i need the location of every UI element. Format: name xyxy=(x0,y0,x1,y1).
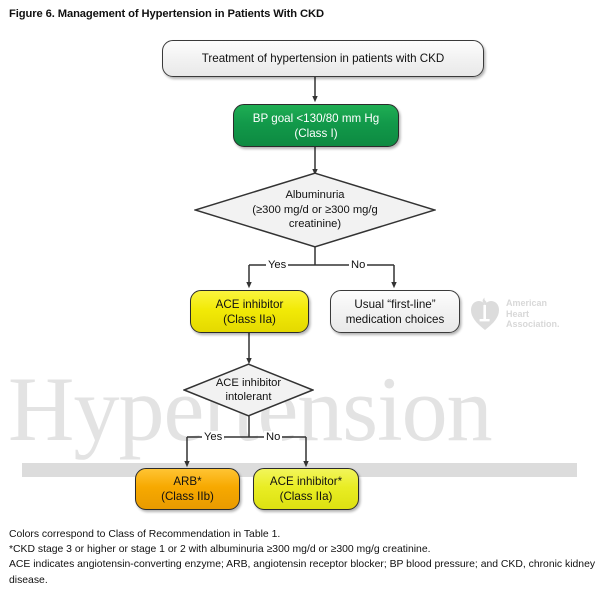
node-usual-first-line[interactable]: Usual “first-line” medication choices xyxy=(330,290,460,333)
node-usual-first-line-line-1: Usual “first-line” xyxy=(354,297,436,311)
node-ace-inhibitor-star-line-2: (Class IIa) xyxy=(279,490,333,503)
node-arb-line-1: ARB* xyxy=(173,475,202,488)
node-arb-line-2: (Class IIb) xyxy=(161,490,214,503)
node-albuminuria-decision[interactable]: Albuminuria (≥300 mg/d or ≥300 mg/g crea… xyxy=(194,172,436,248)
node-albuminuria-line-1: Albuminuria xyxy=(285,189,345,202)
branch-label-albuminuria-yes: Yes xyxy=(266,259,289,271)
node-ace-inhibitor-line-1: ACE inhibitor xyxy=(215,297,284,311)
footnote-line-2: *CKD stage 3 or higher or stage 1 or 2 w… xyxy=(9,544,431,556)
footnote-line-1: Colors correspond to Class of Recommenda… xyxy=(9,529,281,540)
node-bp-goal[interactable]: BP goal <130/80 mm Hg (Class I) xyxy=(233,104,399,147)
node-arb[interactable]: ARB* (Class IIb) xyxy=(135,468,240,510)
node-albuminuria-line-2: (≥300 mg/d or ≥300 mg/g xyxy=(252,203,378,216)
node-start-line-1: Treatment of hypertension in patients wi… xyxy=(201,52,445,65)
footnote-line-3: ACE indicates angiotensin-converting enz… xyxy=(9,559,596,586)
node-ace-inhibitor-star-line-1: ACE inhibitor* xyxy=(269,475,343,488)
node-ace-inhibitor-star[interactable]: ACE inhibitor* (Class IIa) xyxy=(253,468,359,510)
node-ace-intolerant-label: ACE inhibitor intolerant xyxy=(208,376,289,405)
node-ace-intolerant-line-1: ACE inhibitor xyxy=(215,376,282,389)
branch-label-intolerant-no: No xyxy=(264,431,283,443)
branch-label-intolerant-yes: Yes xyxy=(202,431,225,443)
node-bp-goal-line-2: (Class I) xyxy=(294,126,338,140)
node-usual-first-line-line-2: medication choices xyxy=(345,312,445,326)
node-bp-goal-line-1: BP goal <130/80 mm Hg xyxy=(252,111,380,125)
page-title: Figure 6. Management of Hypertension in … xyxy=(9,8,324,20)
node-ace-intolerant-decision[interactable]: ACE inhibitor intolerant xyxy=(183,363,314,417)
branch-label-albuminuria-no: No xyxy=(349,259,368,271)
node-ace-inhibitor-line-2: (Class IIa) xyxy=(223,312,276,326)
node-ace-inhibitor[interactable]: ACE inhibitor (Class IIa) xyxy=(190,290,309,333)
node-albuminuria-line-3: creatinine) xyxy=(288,218,342,231)
node-albuminuria-label: Albuminuria (≥300 mg/d or ≥300 mg/g crea… xyxy=(244,188,385,232)
node-start[interactable]: Treatment of hypertension in patients wi… xyxy=(162,40,484,77)
node-ace-intolerant-line-2: intolerant xyxy=(225,391,272,403)
footnotes: Colors correspond to Class of Recommenda… xyxy=(9,527,597,588)
